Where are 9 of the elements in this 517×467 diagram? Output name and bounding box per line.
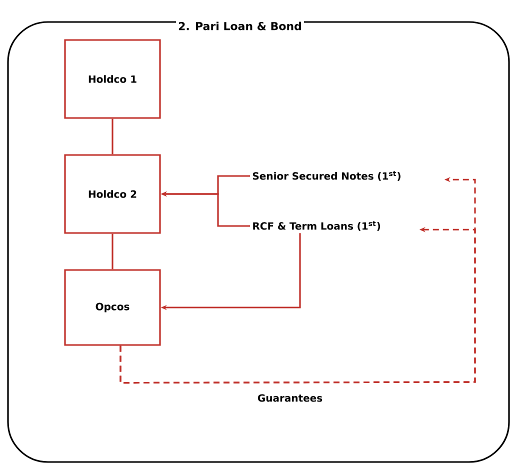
connector — [112, 118, 114, 154]
entity-box: Holdco 2 — [64, 154, 161, 234]
title: 2. Pari Loan & Bond — [176, 20, 304, 32]
note: Guarantees — [258, 394, 322, 402]
entity-box: Holdco 1 — [64, 39, 161, 119]
entity-box: Opcos — [64, 269, 161, 346]
connector — [112, 234, 114, 270]
debt-label: Senior Secured Notes (1$^{st}$) — [252, 171, 400, 181]
debt-label: RCF & Term Loans (1$^{st}$) — [253, 221, 380, 231]
